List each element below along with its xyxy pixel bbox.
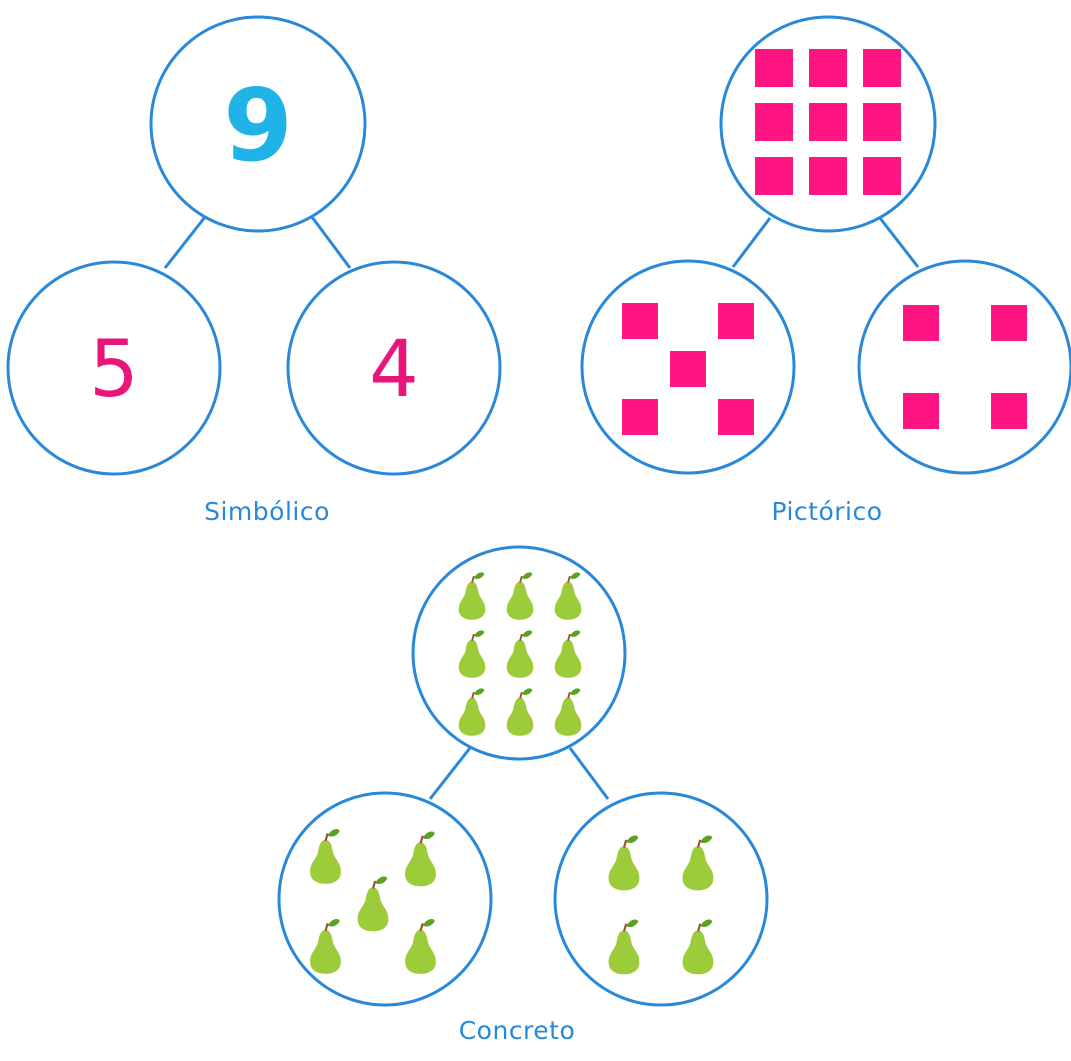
part-circle-right <box>555 793 767 1005</box>
caption-concrete: Concreto <box>397 1016 637 1045</box>
part-circle-left <box>279 793 491 1005</box>
connector-line <box>570 748 608 799</box>
caption-symbolic: Simbólico <box>147 497 387 526</box>
pictorial-bond <box>582 17 1071 473</box>
square-icon <box>903 305 939 341</box>
square-icon <box>809 49 847 87</box>
square-icon <box>622 399 658 435</box>
connector-line <box>880 218 918 267</box>
caption-pictorial: Pictórico <box>707 497 947 526</box>
connector-line <box>430 748 470 799</box>
square-icon <box>809 103 847 141</box>
square-icon <box>863 49 901 87</box>
total-number: 9 <box>223 67 293 184</box>
square-icon <box>622 303 658 339</box>
square-icon <box>991 393 1027 429</box>
part-number-right: 4 <box>369 325 419 415</box>
square-icon <box>755 49 793 87</box>
square-group-total <box>755 49 901 195</box>
square-icon <box>755 103 793 141</box>
square-icon <box>863 157 901 195</box>
square-icon <box>718 399 754 435</box>
square-icon <box>903 393 939 429</box>
square-icon <box>755 157 793 195</box>
concrete-bond <box>279 547 767 1005</box>
part-number-left: 5 <box>89 325 139 415</box>
part-circle-right <box>859 261 1071 473</box>
connector-line <box>165 217 205 268</box>
symbolic-bond: 9 5 4 <box>8 17 500 474</box>
pear-group-total <box>459 572 582 735</box>
square-icon <box>809 157 847 195</box>
connector-line <box>312 217 350 268</box>
square-icon <box>670 351 706 387</box>
square-icon <box>991 305 1027 341</box>
square-icon <box>863 103 901 141</box>
connector-line <box>733 218 770 267</box>
square-icon <box>718 303 754 339</box>
